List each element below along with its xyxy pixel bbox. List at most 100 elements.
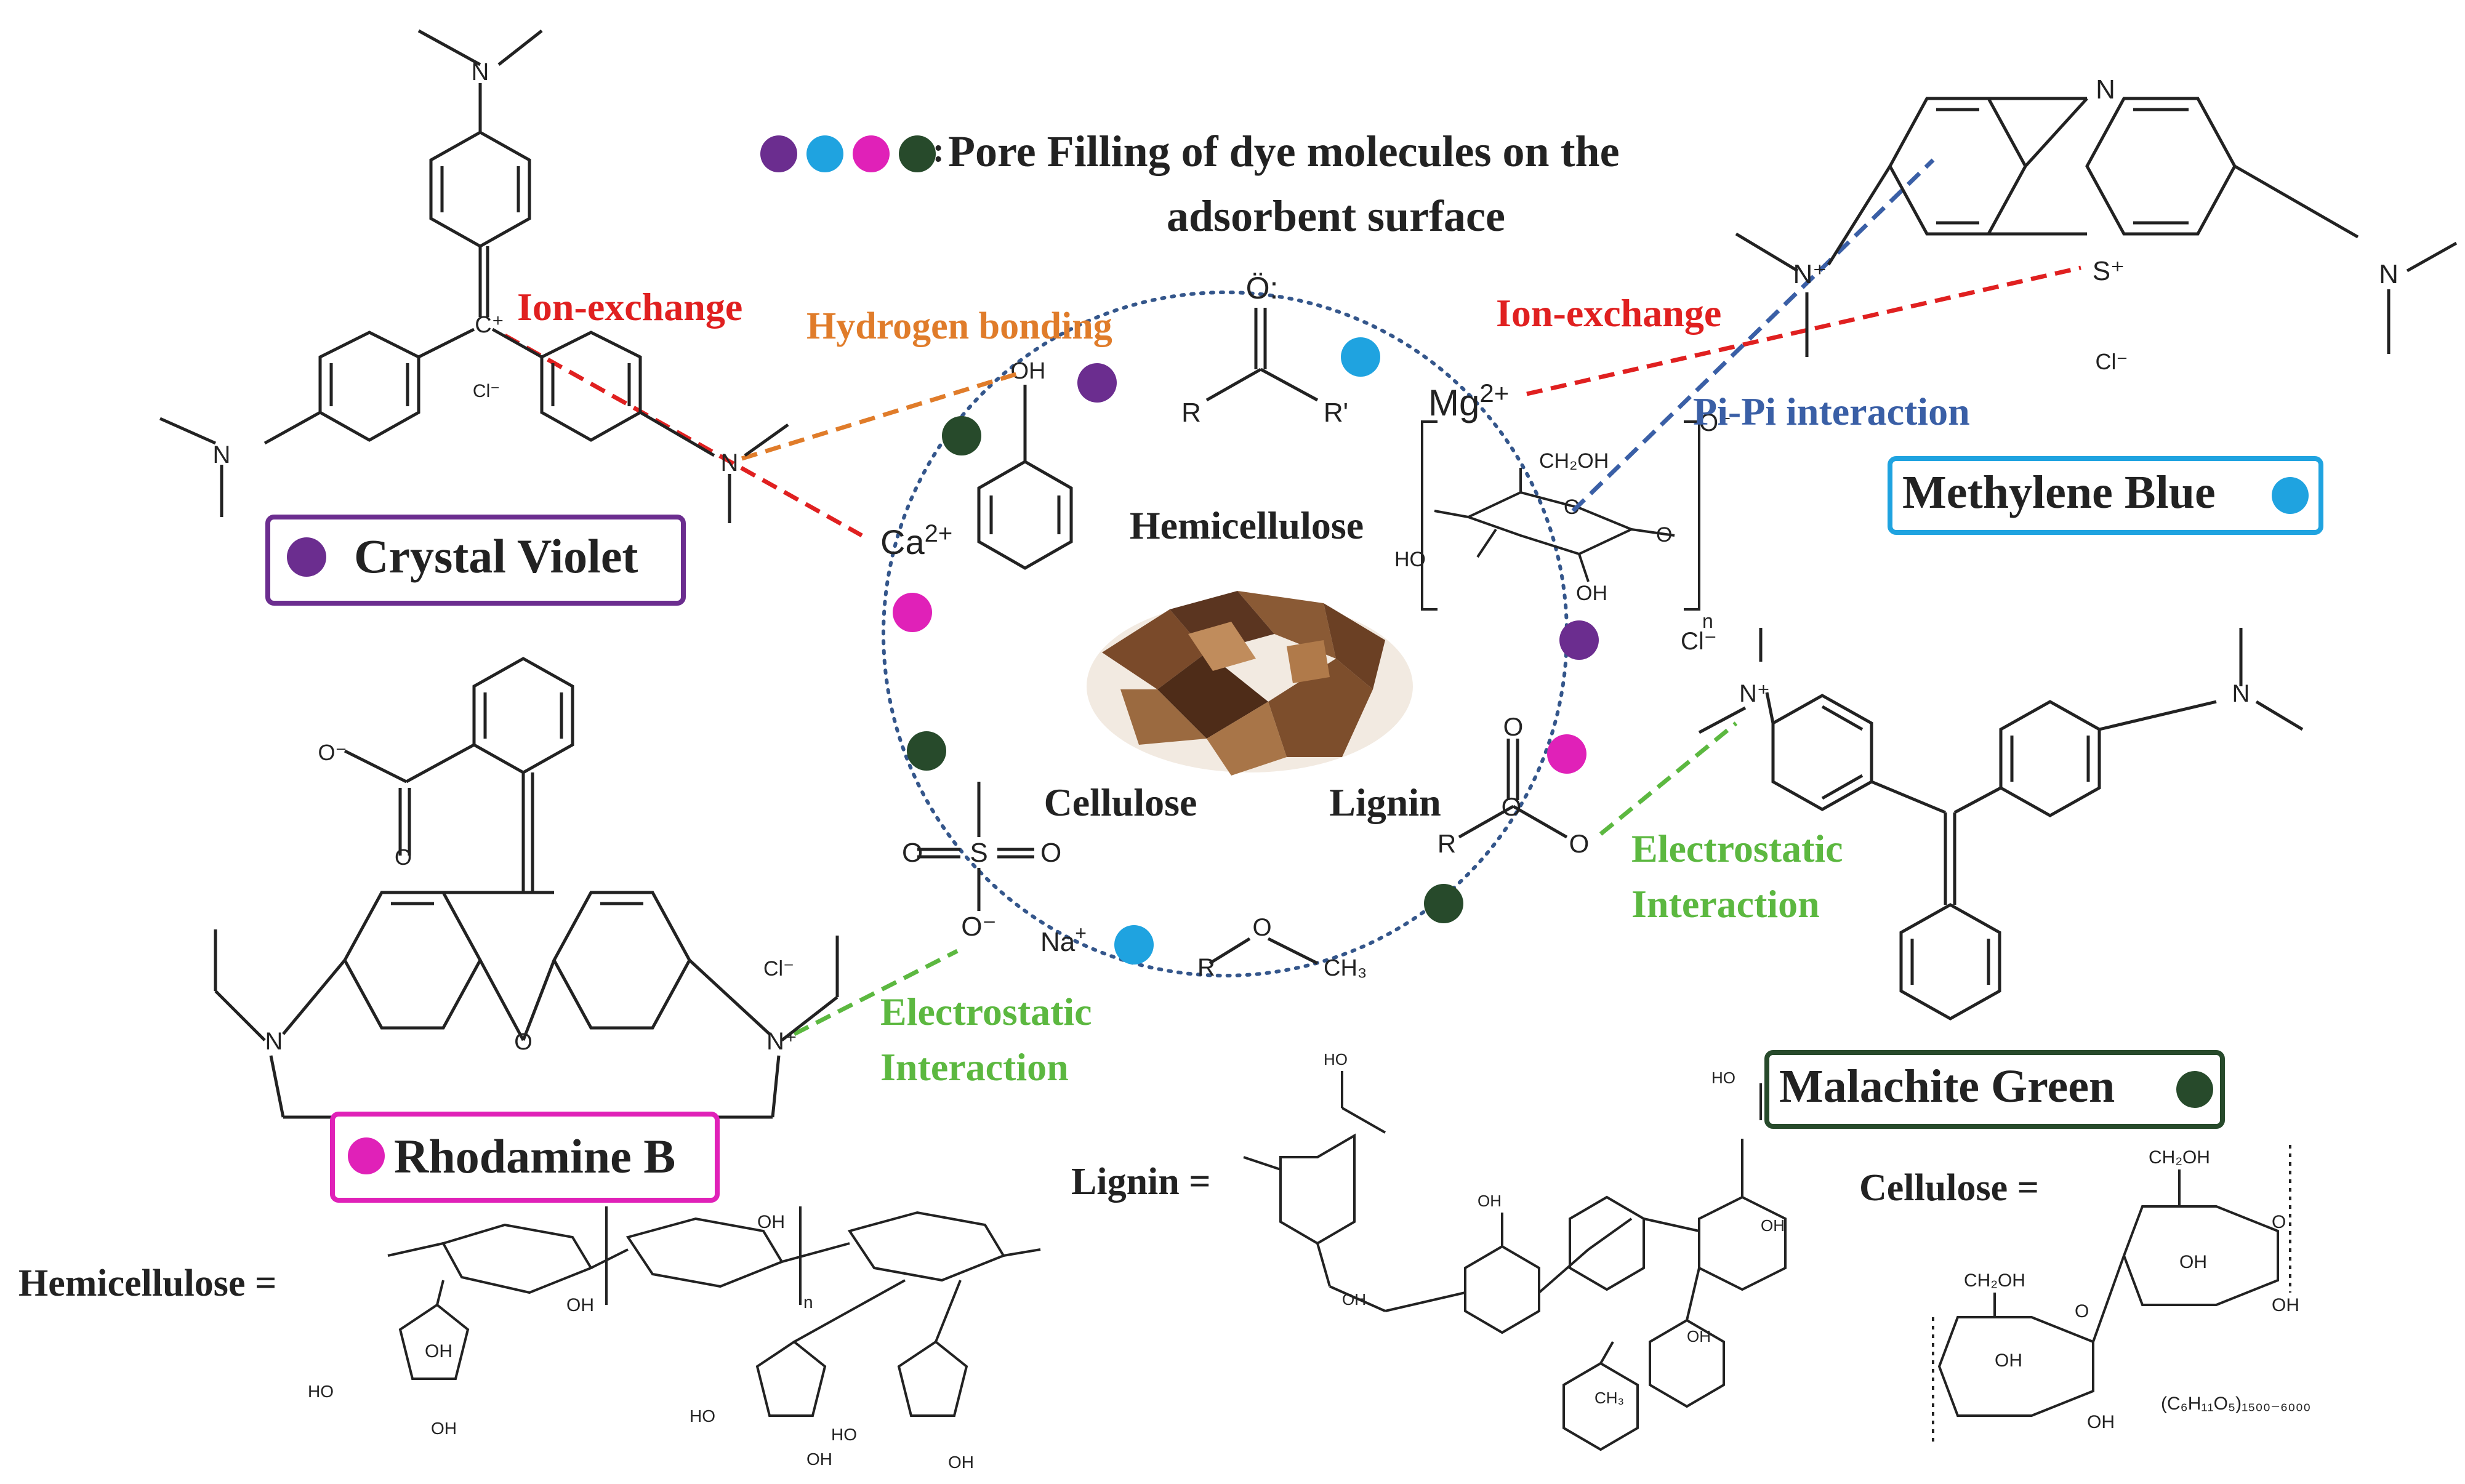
lignin-ho-1: HO (1324, 1050, 1348, 1069)
mb-n-bridge: N (2096, 74, 2115, 105)
hemicellulose-legend-label: Hemicellulose = (18, 1262, 276, 1304)
rb-o-carbonyl: O (395, 844, 412, 870)
cellulose-formula: (C₆H₁₁O₅)₁₅₀₀₋₆₀₀₀ (2161, 1394, 2310, 1414)
ring-dye-dots (893, 337, 1599, 965)
biomass-chips-image (1087, 591, 1413, 776)
pyranose-ho: HO (1394, 548, 1426, 571)
title-line-1: Pore Filling of dye molecules on the (948, 127, 1620, 176)
phenol-group (977, 385, 1073, 570)
carboxyl-o-minus: O (1569, 829, 1590, 858)
magnesium-ion: Mg2+ (1428, 379, 1509, 423)
electrostatic-line-left (793, 949, 959, 1037)
ring-dot-green (1424, 884, 1463, 923)
ether-ch3: CH₃ (1324, 955, 1367, 981)
lignin-oh-4: OH (1687, 1327, 1711, 1346)
cellulose-oh-2: OH (2272, 1295, 2299, 1315)
carboxyl-o: O (1503, 712, 1524, 741)
mb-n-left: N⁺ (1793, 259, 1827, 289)
sulfonate-group (917, 782, 1034, 911)
hemi-oh-5: OH (806, 1450, 832, 1469)
hemi-oh-3: OH (425, 1341, 452, 1362)
cellulose-ch2oh-2: CH₂OH (1964, 1270, 2025, 1291)
green-dot-icon (2176, 1071, 2213, 1108)
hemi-ho-1: HO (308, 1382, 334, 1401)
ion-exchange-line-right (1526, 265, 2081, 396)
cellulose-oh-3: OH (1995, 1350, 2022, 1371)
mb-s-plus: S⁺ (2093, 256, 2125, 286)
atom-r: R (1181, 398, 1201, 428)
cellulose-o-2: O (2075, 1301, 2089, 1322)
label-electrostatic-right-2: Interaction (1631, 882, 1820, 926)
label-electrostatic-left-2: Interaction (880, 1045, 1069, 1089)
hydrogen-bond-line (741, 370, 1023, 461)
malachite-green-structure (1698, 628, 2304, 1021)
ring-dot-violet (1559, 620, 1599, 660)
ring-dot-magenta (893, 593, 932, 632)
label-lignin: Lignin (1329, 780, 1441, 824)
cellulose-oh-4: OH (2087, 1412, 2115, 1432)
interaction-lines (504, 158, 2081, 1037)
rhodamine-b-label-box: Rhodamine B (330, 1112, 720, 1203)
lignin-structure (1243, 1071, 1787, 1451)
rhodamine-b-label: Rhodamine B (394, 1129, 675, 1183)
magenta-dot-icon (853, 135, 890, 172)
cellulose-legend-label: Cellulose = (1859, 1167, 2039, 1209)
mg-n-right: N (2232, 680, 2250, 707)
violet-dot-icon (760, 135, 797, 172)
label-hydrogen-bonding: Hydrogen bonding (806, 305, 1112, 347)
ring-dot-green (907, 731, 946, 771)
cv-n-top: N (472, 58, 489, 86)
hemi-n: n (803, 1293, 813, 1312)
label-ion-exchange-left: Ion-exchange (517, 285, 742, 329)
crystal-violet-structure (159, 29, 789, 523)
sulfonate-s: S (970, 838, 987, 868)
ring-dot-magenta (1547, 734, 1586, 774)
cyan-dot-icon (806, 135, 843, 172)
ring-dot-violet (1077, 363, 1117, 403)
mb-cl-minus: Cl⁻ (2096, 349, 2128, 374)
hemi-oh-2: OH (566, 1295, 594, 1315)
cyan-dot-icon (2272, 477, 2309, 514)
label-ion-exchange-right: Ion-exchange (1496, 291, 1721, 335)
crystal-violet-label: Crystal Violet (354, 529, 638, 583)
atom-r-prime: R' (1324, 398, 1348, 428)
label-electrostatic-right-1: Electrostatic (1631, 827, 1843, 870)
carboxyl-r: R (1438, 829, 1456, 858)
cellulose-o-1: O (2272, 1212, 2286, 1232)
carboxyl-c: O (1502, 792, 1522, 821)
cv-cl-minus: Cl⁻ (473, 381, 500, 401)
rb-o-minus: O⁻ (318, 740, 347, 765)
rhodamine-b-structure (214, 657, 839, 1119)
hemi-oh-1: OH (757, 1212, 785, 1232)
cv-n-right: N (721, 449, 739, 476)
cellulose-structure (1932, 1145, 2291, 1446)
violet-dot-icon (287, 537, 326, 577)
label-pi-pi: Pi-Pi interaction (1693, 390, 1970, 433)
hemi-ho-3: HO (831, 1425, 857, 1444)
cv-n-left: N (213, 441, 231, 468)
label-electrostatic-left-1: Electrostatic (880, 990, 1092, 1033)
ion-exchange-line-left (504, 333, 863, 538)
electrostatic-line-right (1599, 721, 1738, 836)
lignin-ho-2: HO (1711, 1069, 1735, 1087)
cv-c-plus: C⁺ (475, 312, 504, 338)
green-dot-icon (899, 135, 936, 172)
repeat-n: n (1702, 610, 1713, 632)
sulfonate-o2: O (1040, 838, 1061, 868)
label-cellulose: Cellulose (1044, 780, 1197, 824)
sulfonate-o-minus: O⁻ (961, 912, 996, 942)
malachite-green-label-box: Malachite Green (1764, 1050, 2225, 1129)
crystal-violet-label-box: Crystal Violet (265, 515, 686, 606)
hemi-oh-4: OH (431, 1419, 457, 1438)
methylene-blue-structure (1735, 97, 2458, 357)
ether-o: O (1252, 914, 1271, 941)
ether-group (1208, 937, 1319, 965)
mb-n-right: N (2379, 259, 2399, 289)
cellulose-ch2oh-1: CH₂OH (2149, 1147, 2210, 1168)
pi-pi-line (1571, 158, 1935, 513)
title-line-2: adsorbent surface (1167, 191, 1505, 241)
carbonyl-group (1205, 308, 1319, 402)
calcium-ion: Ca2+ (880, 520, 952, 561)
oxide-anion: O⁻ (1699, 409, 1731, 436)
